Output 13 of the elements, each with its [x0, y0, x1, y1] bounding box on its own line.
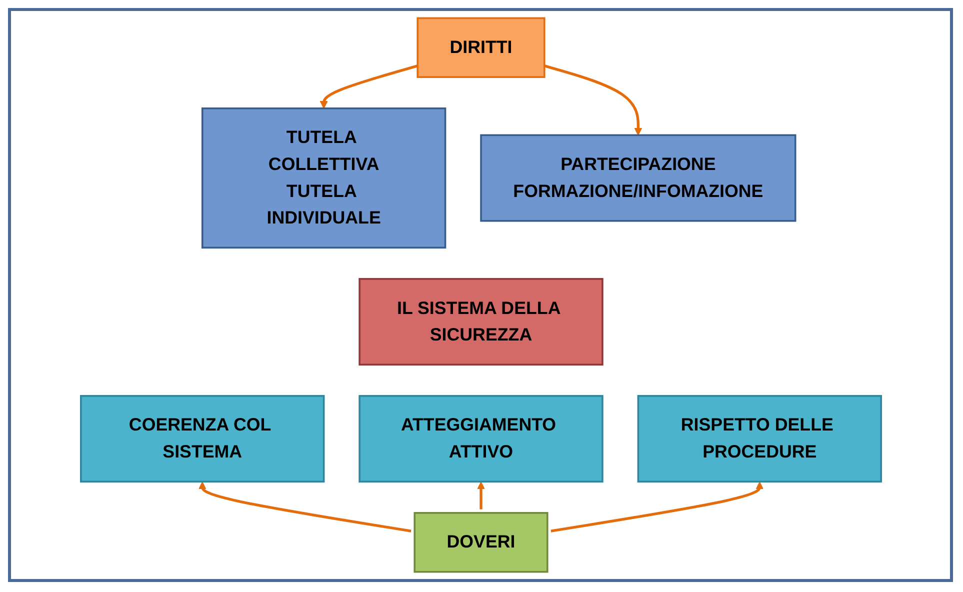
node-box: RISPETTO DELLE PROCEDURE — [636, 395, 882, 483]
node-box: DOVERI — [413, 512, 548, 573]
arrow — [198, 482, 411, 532]
arrow — [476, 482, 484, 510]
node-box: DIRITTI — [416, 17, 545, 78]
arrow — [550, 482, 764, 532]
node-box: TUTELA COLLETTIVA TUTELA INDIVIDUALE — [200, 107, 446, 249]
arrow — [544, 64, 642, 136]
node-box: ATTEGGIAMENTO ATTIVO — [358, 395, 603, 483]
arrow — [319, 64, 418, 109]
node-box: IL SISTEMA DELLA SICUREZZA — [358, 278, 603, 366]
node-box: PARTECIPAZIONE FORMAZIONE/INFOMAZIONE — [480, 134, 796, 222]
node-box: COERENZA COL SISTEMA — [80, 395, 324, 483]
